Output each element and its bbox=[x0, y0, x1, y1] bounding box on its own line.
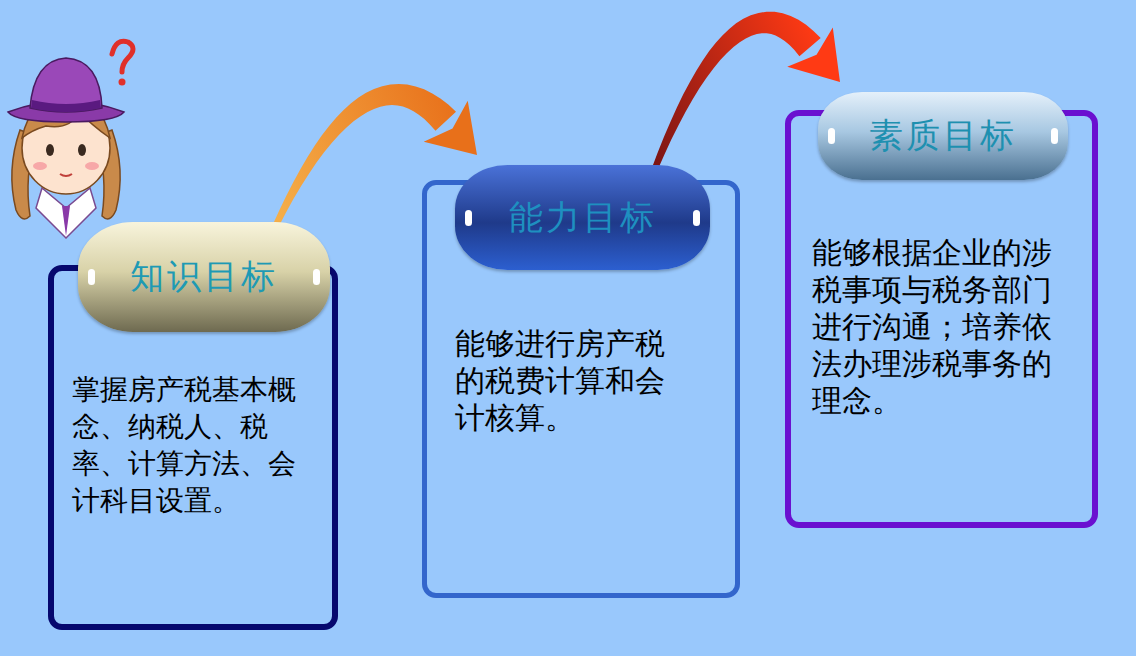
body-text: 掌握房产税基本概念、纳税人、税率、计算方法、会计科目设置。 bbox=[72, 371, 312, 519]
pill-dot bbox=[1051, 128, 1058, 144]
heading-text: 知识目标 bbox=[130, 254, 278, 300]
pill-dot bbox=[828, 128, 835, 144]
heading-text: 素质目标 bbox=[869, 113, 1017, 159]
pill-dot bbox=[465, 210, 472, 226]
heading-text: 能力目标 bbox=[509, 195, 657, 241]
arrow-shaft bbox=[651, 12, 821, 172]
pill-dot bbox=[313, 269, 320, 285]
arrow-head bbox=[787, 28, 840, 82]
goal-box: 素质目标能够根据企业的涉税事项与税务部门进行沟通；培养依法办理涉税事务的理念。 bbox=[785, 110, 1098, 528]
arrow-shaft bbox=[272, 84, 456, 229]
heading-pill: 素质目标 bbox=[818, 92, 1068, 180]
curved-arrow bbox=[651, 12, 840, 172]
pill-dot bbox=[88, 269, 95, 285]
girl-illustration bbox=[0, 20, 150, 250]
body-text: 能够进行房产税的税费计算和会计核算。 bbox=[455, 325, 687, 436]
arrow-head bbox=[424, 101, 477, 155]
heading-pill: 知识目标 bbox=[78, 222, 330, 332]
curved-arrow bbox=[272, 84, 477, 229]
goal-box: 能力目标能够进行房产税的税费计算和会计核算。 bbox=[422, 180, 740, 598]
body-text: 能够根据企业的涉税事项与税务部门进行沟通；培养依法办理涉税事务的理念。 bbox=[812, 234, 1064, 419]
heading-pill: 能力目标 bbox=[455, 165, 710, 270]
goal-box: 知识目标掌握房产税基本概念、纳税人、税率、计算方法、会计科目设置。 bbox=[48, 265, 338, 630]
pill-dot bbox=[693, 210, 700, 226]
